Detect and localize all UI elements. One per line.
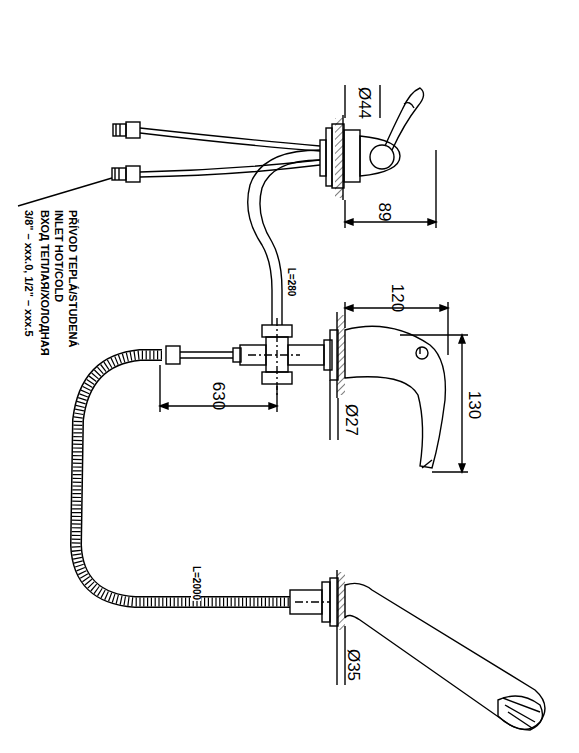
note-text: 3/8" – xxx.0, 1/2" – xxx.5 [23,210,34,337]
dimension: 630 [210,382,227,410]
note-text: INLET HOT/COLD [53,210,64,302]
note-text: PŘÍVOD TEPLÁ/STUDENÁ [67,210,78,348]
dimension: 89 [376,203,393,222]
dimension: 120 [389,284,406,312]
dimension: Ø44 [356,87,373,119]
length-label: L=280 [286,267,296,298]
note-text: ВХОД ТЕПЛАЯ/ХОЛОДНАЯ [39,210,50,356]
length-label: L=2000 [191,565,201,601]
dimension: Ø27 [343,404,360,436]
dimension: 130 [466,391,483,419]
dimension: Ø35 [345,649,362,681]
